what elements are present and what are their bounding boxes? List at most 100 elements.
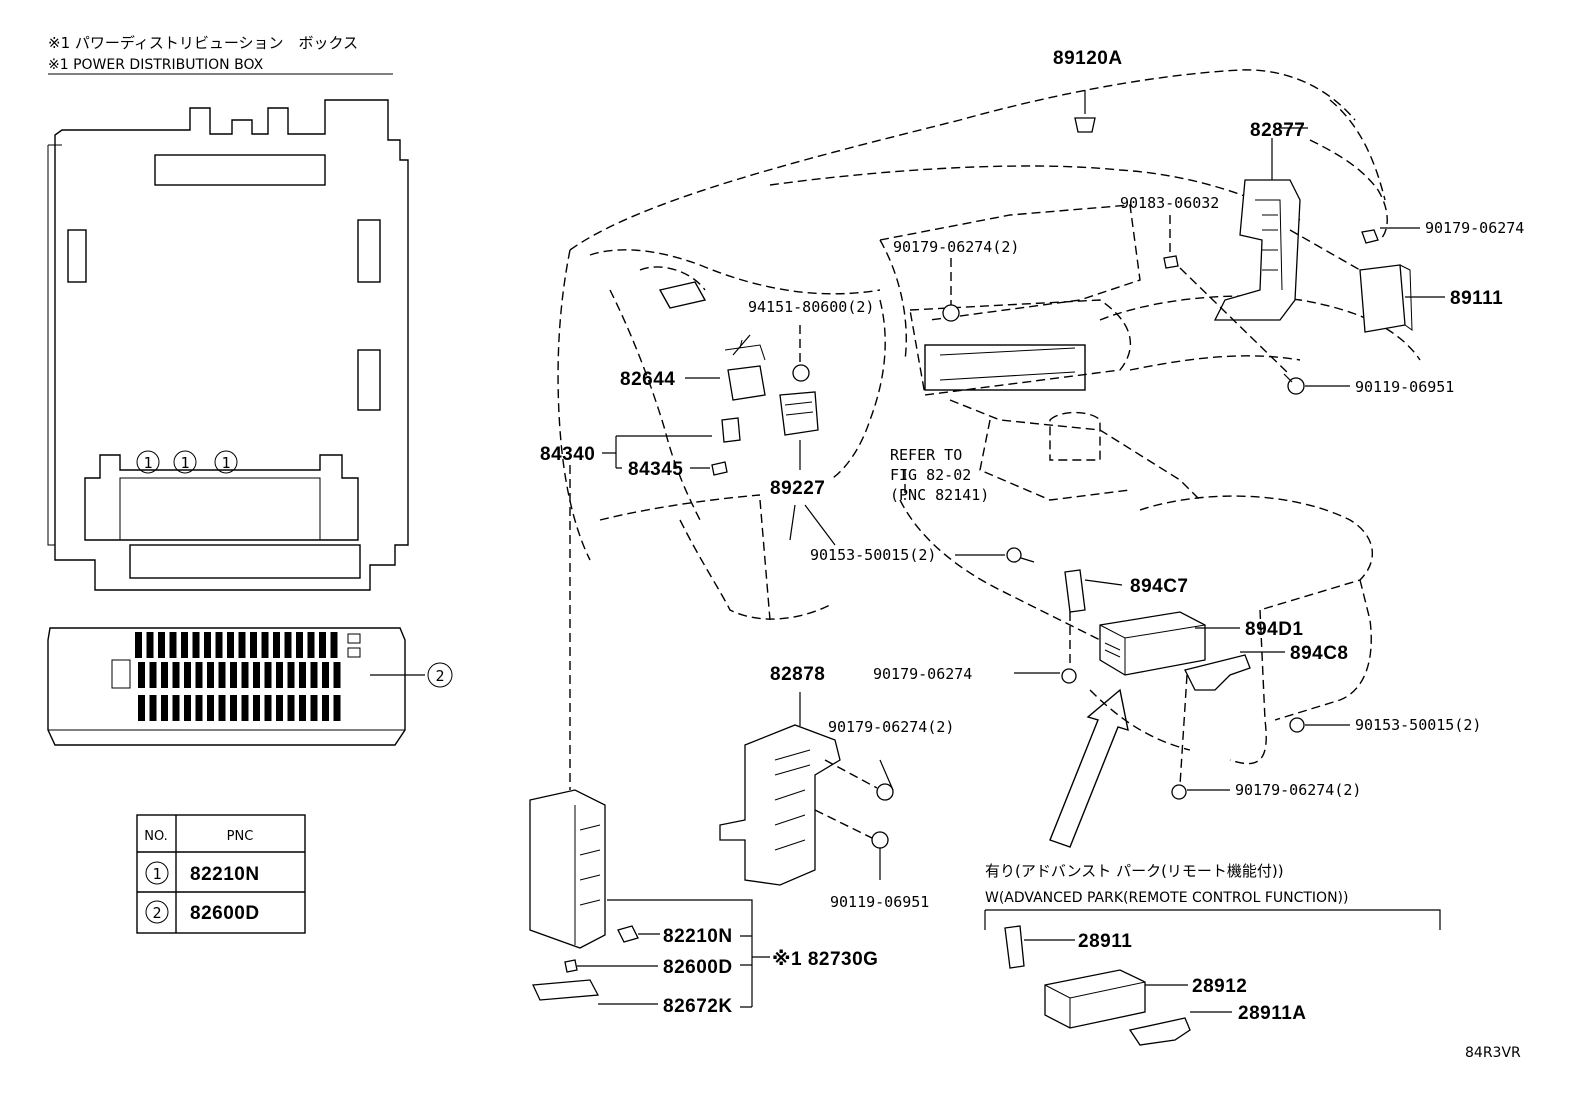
header-notes: ※1 パワーディストリビューション ボックス ※1 POWER DISTRIBU… xyxy=(48,34,393,75)
option-bracket-28911A-icon xyxy=(1128,1017,1191,1046)
fuse-slot xyxy=(238,632,246,658)
fuse-slot xyxy=(284,632,292,658)
option-module-28912-icon xyxy=(1044,969,1146,1029)
label-894D1: 894D1 xyxy=(1245,619,1304,640)
pdb-top-slot xyxy=(154,154,326,186)
label-84340: 84340 xyxy=(540,444,595,465)
fuse-slot xyxy=(264,662,272,688)
label-894C8: 894C8 xyxy=(1290,643,1349,664)
label-90179-06274-c: 90179-06274 xyxy=(873,665,972,683)
fuse-slot xyxy=(195,695,203,721)
option-bracket-28911-icon xyxy=(1004,925,1025,969)
refer-line2: FIG 82-02 xyxy=(890,466,971,484)
fuse-slot xyxy=(253,662,260,688)
fuse-slot xyxy=(138,695,145,721)
fuse-slot xyxy=(230,662,237,688)
fuse-slot xyxy=(195,662,203,688)
label-82877: 82877 xyxy=(1250,120,1305,141)
fuse-slot xyxy=(310,662,318,688)
svg-text:2: 2 xyxy=(435,667,444,685)
fuse-slot xyxy=(322,695,329,721)
fuse-slot xyxy=(287,662,295,688)
fuse-slot xyxy=(218,662,226,688)
fuse-slot xyxy=(207,662,214,688)
pnc-table: NO. PNC 1 82210N 2 82600D xyxy=(136,814,306,934)
fuse-slot xyxy=(172,695,180,721)
fuse-slot xyxy=(215,632,223,658)
fuse-slot xyxy=(138,662,145,688)
fuse-marker-1: 1 1 1 xyxy=(136,450,238,474)
fuse-slot xyxy=(181,632,188,658)
label-90153-50015-a: 90153-50015(2) xyxy=(810,546,936,564)
fuse-slot xyxy=(161,695,168,721)
refer-line1: REFER TO xyxy=(890,446,962,464)
fuse-slot xyxy=(310,695,318,721)
clip-89120A-icon xyxy=(1074,90,1096,133)
fuse-slot xyxy=(319,632,326,658)
fuse-slot xyxy=(241,695,249,721)
fuse-slot xyxy=(322,662,329,688)
label-82672K: 82672K xyxy=(663,996,733,1017)
module-89227-icon xyxy=(779,391,819,436)
fuse-slot xyxy=(184,662,191,688)
fuse-slot xyxy=(135,632,142,658)
pdb-side-slot-right-lower xyxy=(357,349,381,411)
label-89227: 89227 xyxy=(770,478,825,499)
fuse-slot xyxy=(230,695,237,721)
bolt-icon-1 xyxy=(1283,373,1305,395)
label-90183-06032: 90183-06032 xyxy=(1120,194,1219,212)
fuse-slot xyxy=(261,632,269,658)
option-note-en: W(ADVANCED PARK(REMOTE CONTROL FUNCTION)… xyxy=(985,890,1348,906)
fuse-slot xyxy=(273,632,280,658)
pdb-side-slot-left xyxy=(67,229,87,283)
refer-line3: (PNC 82141) xyxy=(890,486,989,504)
label-82644: 82644 xyxy=(620,369,675,390)
power-distribution-box-side-view: 2 xyxy=(47,627,453,746)
pdb-bottom-rail xyxy=(129,544,361,579)
fuse-slot xyxy=(253,695,260,721)
table-col-pnc: PNC xyxy=(227,829,254,844)
fuse-slot xyxy=(161,662,168,688)
label-90179-06274-d: 90179-06274(2) xyxy=(1235,781,1361,799)
table-row2-pnc: 82600D xyxy=(190,903,260,924)
fuse-slot xyxy=(158,632,165,658)
label-90119-06951-b: 90119-06951 xyxy=(830,893,929,911)
power-distribution-box-top-view: 1 1 1 xyxy=(47,99,409,591)
fuse-slot xyxy=(299,662,306,688)
fuse-slot xyxy=(299,695,306,721)
pdb-side-slot-right-upper xyxy=(357,219,381,283)
fuse-slot xyxy=(227,632,234,658)
svg-text:1: 1 xyxy=(180,454,189,472)
nut-icon-2 xyxy=(1163,255,1179,269)
leader-lines xyxy=(569,127,1445,1013)
fuse-slot xyxy=(333,662,341,688)
label-28912: 28912 xyxy=(1192,976,1247,997)
label-82878: 82878 xyxy=(770,664,825,685)
fuse-slot xyxy=(169,632,177,658)
label-82730G: ※1 82730G xyxy=(772,949,878,970)
module-894D1-icon xyxy=(1099,611,1206,676)
nut-icon-3 xyxy=(942,304,960,322)
module-89111-icon xyxy=(1359,264,1413,333)
nut-icon-1 xyxy=(1361,229,1379,244)
fuse-slot xyxy=(184,695,191,721)
center-switch-panel xyxy=(924,344,1086,391)
bracket-82877-icon xyxy=(1213,138,1301,321)
fuse-slot xyxy=(172,662,180,688)
svg-text:1: 1 xyxy=(221,454,230,472)
table-col-no: NO. xyxy=(144,829,168,844)
ecu-box-icon xyxy=(529,789,639,1001)
pdb-connector-block xyxy=(119,477,321,541)
label-90119-06951-a: 90119-06951 xyxy=(1355,378,1454,396)
fuse-slot xyxy=(287,695,295,721)
fuse-slot xyxy=(330,632,338,658)
fuse-slot xyxy=(192,632,200,658)
label-90179-06274-e: 90179-06274(2) xyxy=(828,718,954,736)
fuse-slot xyxy=(307,632,315,658)
bracket-82878-icon xyxy=(719,692,894,886)
note-en: ※1 POWER DISTRIBUTION BOX xyxy=(48,57,264,73)
label-894C7: 894C7 xyxy=(1130,576,1189,597)
label-28911A: 28911A xyxy=(1238,1003,1307,1024)
